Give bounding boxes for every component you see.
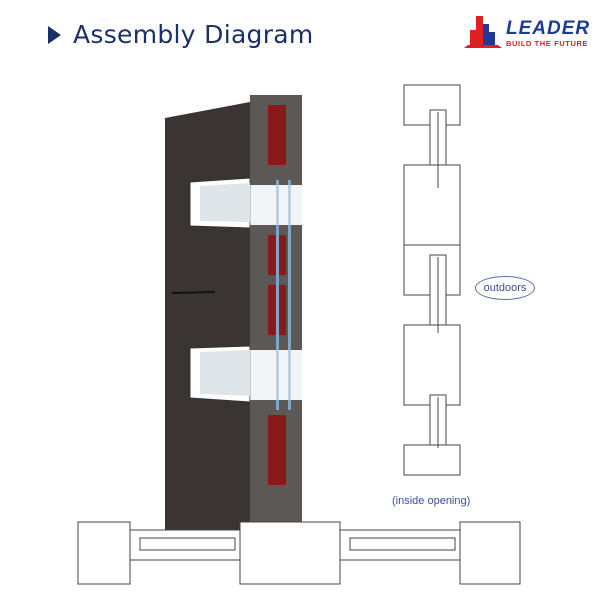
logo-name: LEADER <box>506 18 591 39</box>
logo-tagline: BUILD THE FUTURE <box>506 39 589 48</box>
page-title: Assembly Diagram <box>48 20 314 49</box>
triangle-bullet-icon <box>48 25 61 44</box>
horizontal-section-drawing <box>77 521 521 585</box>
inside-opening-label: (inside opening) <box>392 495 471 507</box>
outdoors-label: outdoors <box>475 276 535 300</box>
brand-logo: LEADER BUILD THE FUTURE <box>462 12 598 52</box>
vertical-section-drawing <box>403 84 461 476</box>
building-logo-icon <box>464 16 502 48</box>
title-text: Assembly Diagram <box>73 20 314 49</box>
3d-profile-render <box>165 95 302 550</box>
